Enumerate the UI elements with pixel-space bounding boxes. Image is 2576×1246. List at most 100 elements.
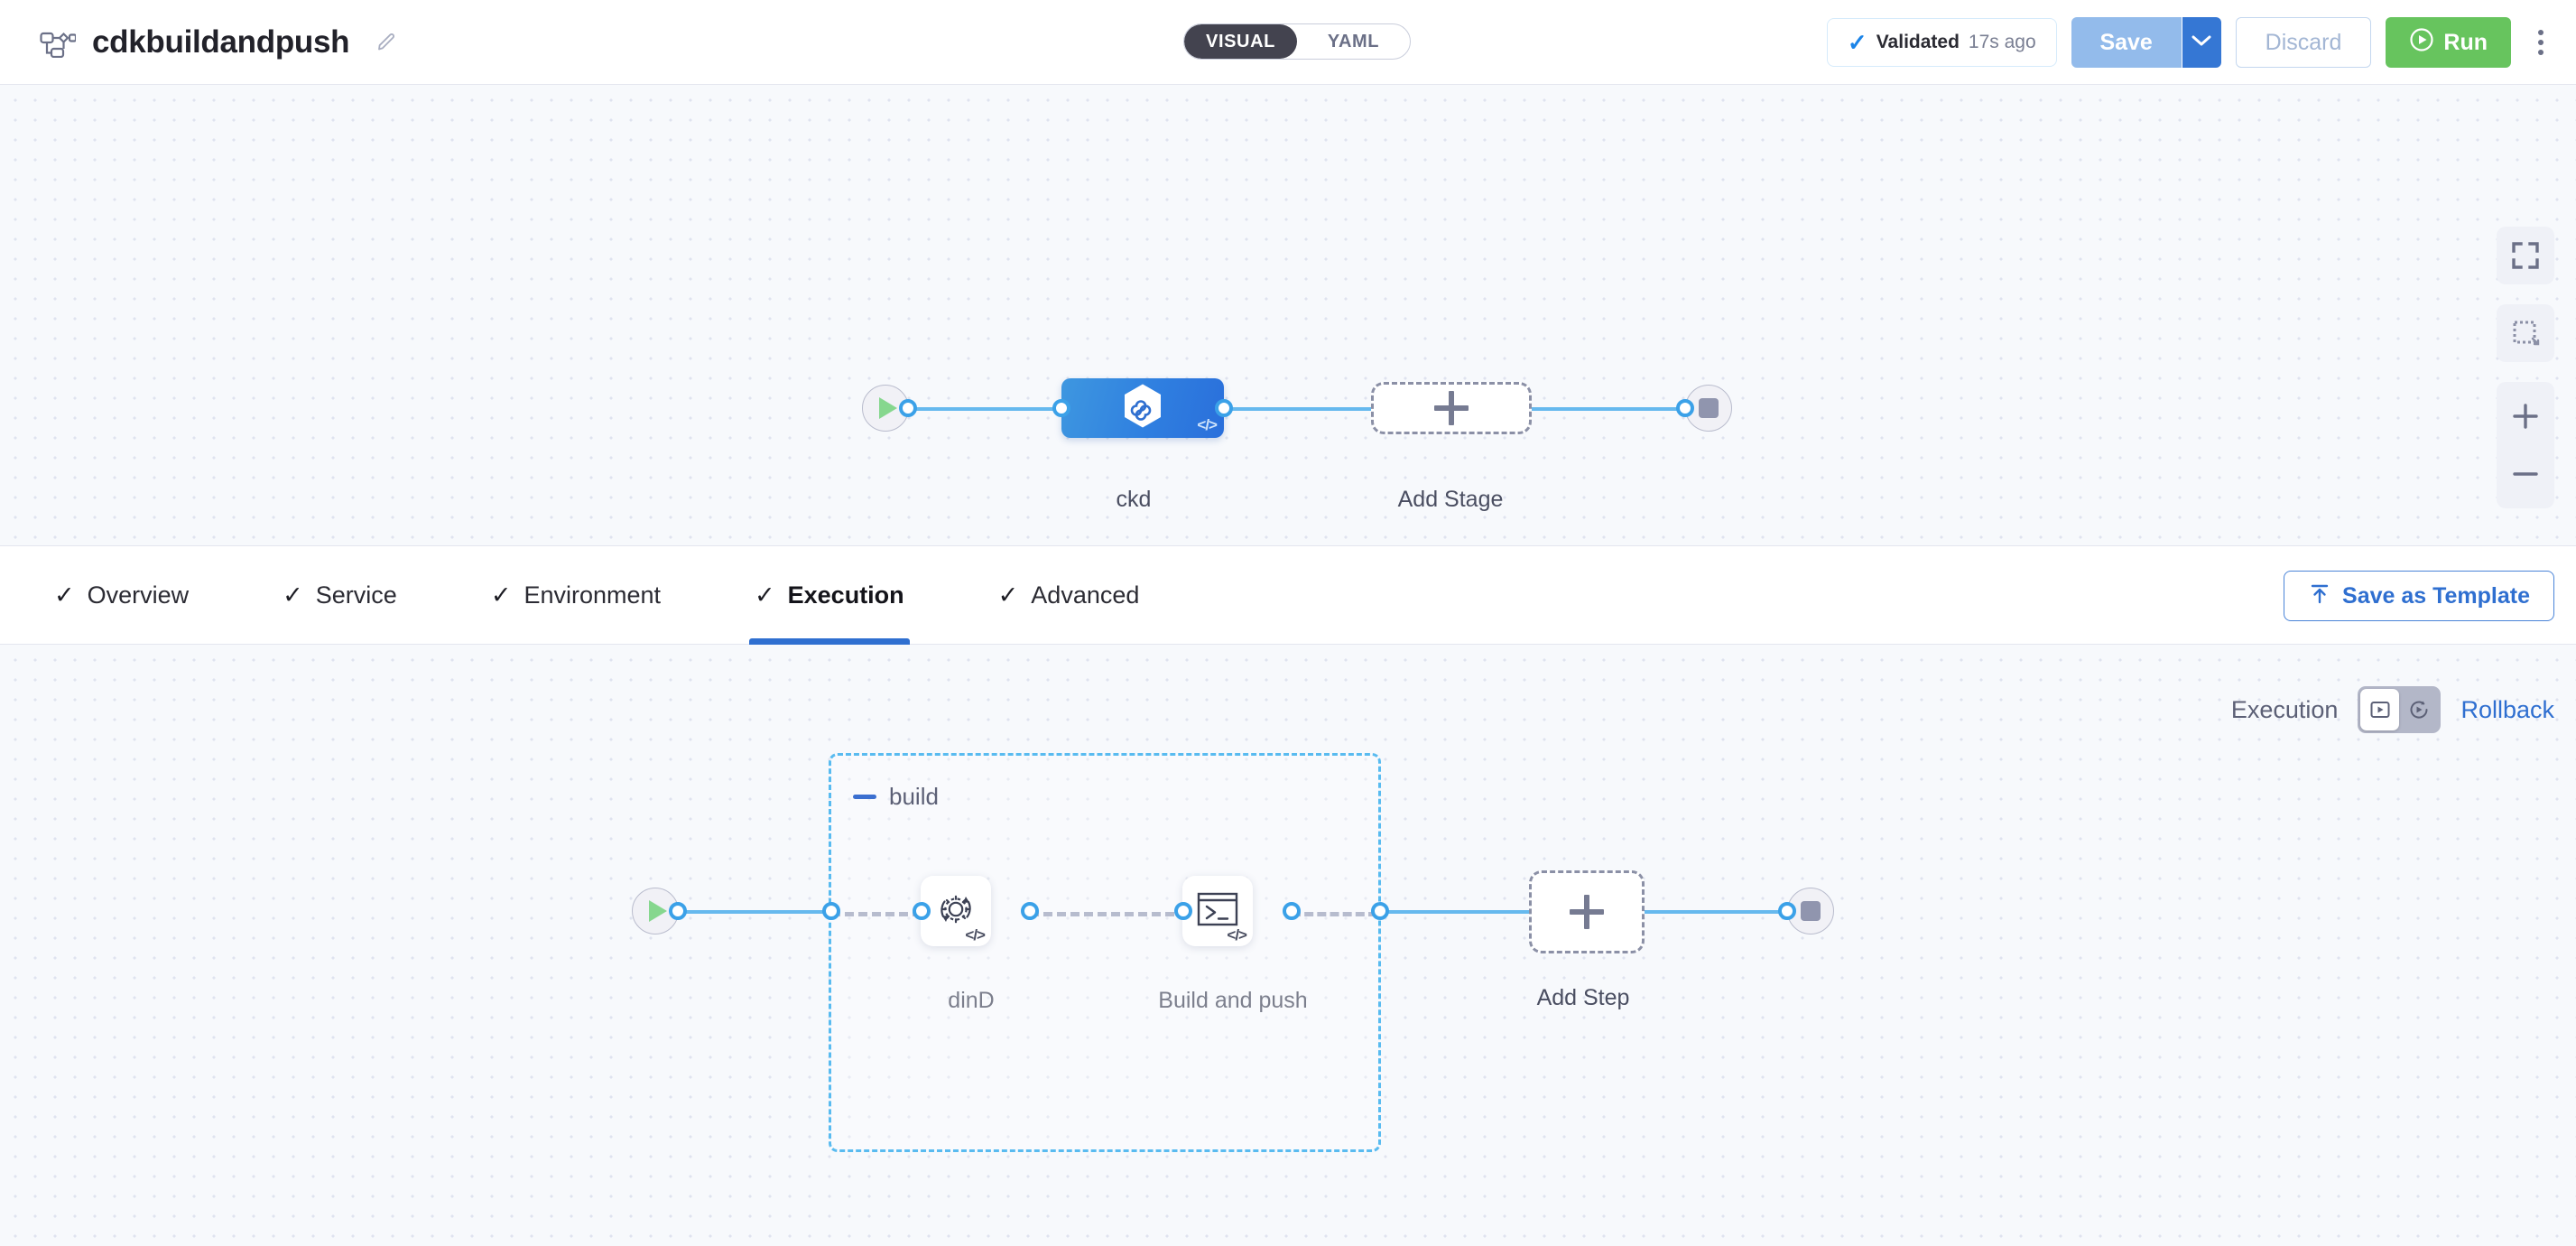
zoom-out-icon[interactable]: [2497, 452, 2554, 496]
check-icon: ✓: [755, 581, 775, 609]
save-as-template-button[interactable]: Save as Template: [2284, 571, 2554, 621]
stage-canvas[interactable]: </> ckd Add Stage: [0, 85, 2576, 545]
tab-label: Service: [315, 581, 397, 609]
connector-dot[interactable]: [899, 399, 917, 417]
tab-advanced[interactable]: ✓ Advanced: [975, 545, 1163, 645]
run-button[interactable]: Run: [2386, 17, 2511, 68]
step-group-build[interactable]: [829, 753, 1381, 1152]
execution-mode-toggle[interactable]: [2358, 686, 2442, 733]
stage-node-ckd[interactable]: </>: [1061, 378, 1224, 438]
connector-line: [1532, 407, 1685, 411]
connector-line: [678, 910, 831, 914]
save-as-template-label: Save as Template: [2342, 582, 2530, 609]
step-group-name: build: [889, 783, 939, 810]
connector-dot[interactable]: [669, 902, 687, 920]
terminal-icon: [1195, 889, 1240, 934]
connector-dot[interactable]: [1174, 902, 1192, 920]
discard-button[interactable]: Discard: [2235, 17, 2372, 68]
pipeline-end-node[interactable]: [1685, 385, 1732, 432]
connector-line-dashed: [831, 912, 922, 916]
fit-screen-icon[interactable]: [2497, 227, 2554, 284]
step-label-dind: dinD: [948, 988, 995, 1013]
connector-dot[interactable]: [1283, 902, 1301, 920]
zoom-controls[interactable]: [2497, 382, 2554, 508]
connector-line: [1224, 407, 1376, 411]
stage-label-ckd: ckd: [1116, 487, 1152, 512]
canvas-controls[interactable]: [2497, 227, 2554, 508]
play-rotate-icon[interactable]: [2399, 689, 2438, 730]
connector-line: [1645, 910, 1787, 914]
connector-dot[interactable]: [822, 902, 840, 920]
selection-box-icon[interactable]: [2497, 304, 2554, 362]
chevron-down-icon: [2191, 34, 2211, 51]
add-step-label: Add Step: [1536, 985, 1630, 1010]
connector-dot[interactable]: [1215, 399, 1233, 417]
tab-label: Overview: [87, 581, 190, 609]
check-icon: ✓: [283, 581, 303, 609]
save-dropdown-button[interactable]: [2181, 17, 2221, 68]
mode-option-yaml[interactable]: YAML: [1327, 31, 1380, 51]
minus-icon[interactable]: [853, 795, 876, 799]
tab-label: Advanced: [1031, 581, 1140, 609]
header-actions: ✓ Validated 17s ago Save Discard: [1826, 0, 2556, 85]
tab-label: Execution: [787, 581, 904, 609]
step-canvas[interactable]: Execution Rollback build: [0, 645, 2576, 1246]
validated-label: Validated: [1876, 32, 1960, 52]
execution-rollback-switch[interactable]: Execution Rollback: [2231, 686, 2554, 733]
connector-line: [908, 407, 1061, 411]
tab-environment[interactable]: ✓ Environment: [468, 545, 684, 645]
kebab-menu-icon[interactable]: [2525, 30, 2556, 55]
upload-icon: [2308, 582, 2331, 610]
mode-option-visual[interactable]: VISUAL: [1184, 24, 1297, 59]
connector-dot[interactable]: [1021, 902, 1039, 920]
connector-dot[interactable]: [1371, 902, 1389, 920]
tab-service[interactable]: ✓ Service: [259, 545, 421, 645]
plus-icon: [1434, 391, 1469, 425]
execution-label: Execution: [2230, 695, 2339, 723]
code-badge-icon: </>: [965, 926, 986, 944]
connector-dot[interactable]: [913, 902, 931, 920]
stop-icon: [1699, 398, 1719, 418]
rollback-button[interactable]: Rollback: [2460, 695, 2554, 723]
run-label: Run: [2443, 29, 2488, 55]
connector-dot[interactable]: [1052, 399, 1070, 417]
step-node-build-and-push[interactable]: </>: [1182, 876, 1253, 946]
save-button[interactable]: Save: [2071, 17, 2182, 68]
add-stage-button[interactable]: [1371, 382, 1532, 434]
connector-dot[interactable]: [1778, 902, 1796, 920]
page-title: cdkbuildandpush: [92, 23, 350, 60]
play-circle-icon: [2409, 27, 2434, 59]
stop-icon: [1801, 901, 1821, 921]
connector-line-dashed: [1030, 912, 1174, 916]
pencil-icon[interactable]: [375, 31, 398, 54]
add-step-button[interactable]: [1529, 870, 1645, 953]
code-badge-icon: </>: [1227, 926, 1247, 944]
check-icon: ✓: [54, 581, 75, 609]
tab-execution[interactable]: ✓ Execution: [731, 545, 928, 645]
connector-dot[interactable]: [1676, 399, 1694, 417]
zoom-in-icon[interactable]: [2497, 395, 2554, 438]
play-box-icon[interactable]: [2360, 689, 2400, 730]
tab-label: Environment: [524, 581, 662, 609]
check-icon: ✓: [997, 581, 1019, 609]
pipeline-icon: [40, 27, 78, 58]
validated-time: 17s ago: [1968, 32, 2036, 52]
app-header: cdkbuildandpush VISUAL YAML ✓ Validated …: [0, 0, 2576, 85]
step-group-header[interactable]: build: [853, 783, 939, 811]
check-icon: ✓: [1847, 29, 1867, 56]
code-badge-icon: </>: [1197, 416, 1218, 433]
play-icon: [878, 397, 897, 419]
mode-toggle[interactable]: VISUAL YAML: [1183, 23, 1411, 60]
status-badge[interactable]: ✓ Validated 17s ago: [1826, 18, 2057, 67]
check-icon: ✓: [490, 581, 512, 609]
save-button-group[interactable]: Save: [2071, 17, 2221, 68]
section-tabs[interactable]: ✓ Overview ✓ Service ✓ Environment ✓ Exe…: [0, 545, 2576, 645]
play-icon: [648, 900, 667, 922]
tab-overview[interactable]: ✓ Overview: [31, 545, 212, 645]
connector-line-dashed: [1292, 912, 1377, 916]
connector-line: [1380, 910, 1530, 914]
infinity-hexagon-icon: [1118, 382, 1167, 435]
gear-rotate-icon: [933, 887, 978, 936]
step-node-dind[interactable]: </>: [921, 876, 991, 946]
add-stage-label: Add Stage: [1397, 487, 1504, 512]
